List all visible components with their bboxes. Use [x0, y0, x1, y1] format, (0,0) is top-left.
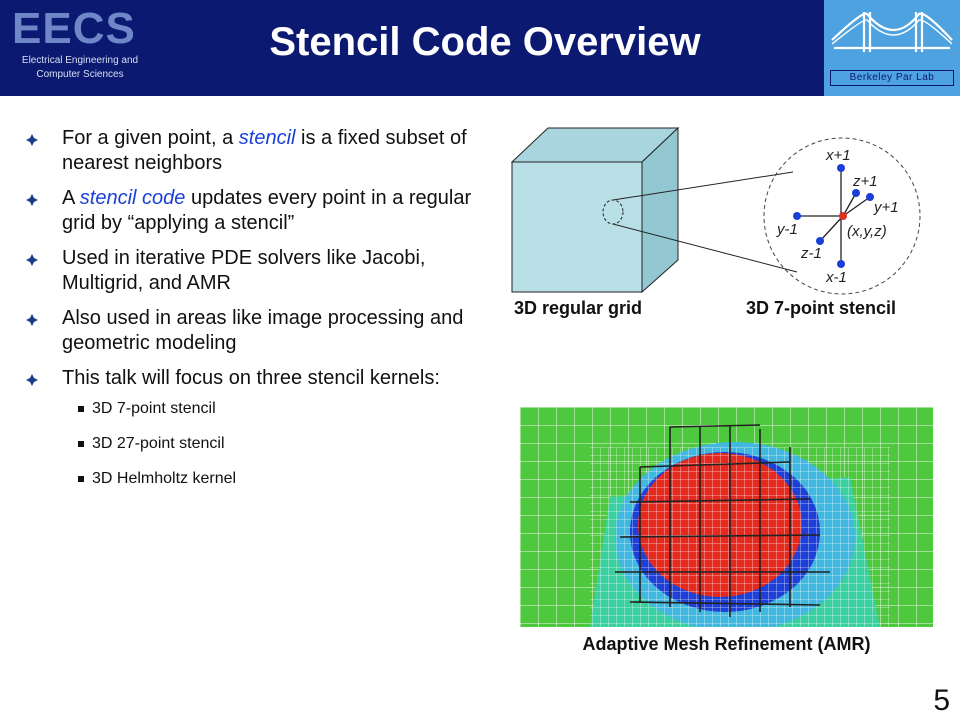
sub-bullet-item: 3D Helmholtz kernel	[62, 469, 486, 489]
bullet-text: A	[62, 187, 80, 209]
zoom-line-bottom	[612, 223, 798, 273]
bullet-emphasis: stencil	[238, 127, 296, 149]
diamond-bullet-icon	[26, 254, 38, 266]
square-bullet-icon	[78, 441, 84, 447]
caption-regular-grid: 3D regular grid	[514, 298, 643, 318]
zoom-line-top	[612, 171, 794, 201]
bullet-item: Also used in areas like image processing…	[26, 306, 486, 356]
logo-subtitle-line2: Computer Sciences	[36, 69, 124, 80]
sub-bullet-item: 3D 27-point stencil	[62, 434, 486, 454]
sub-bullet-list: 3D 7-point stencil 3D 27-point stencil 3…	[62, 399, 486, 489]
page-number: 5	[933, 684, 950, 717]
bridge-icon	[831, 12, 953, 52]
diamond-bullet-icon	[26, 314, 38, 326]
label-z-plus: z+1	[852, 173, 878, 190]
bullet-list: For a given point, a stencil is a fixed …	[26, 126, 486, 504]
bullet-item: For a given point, a stencil is a fixed …	[26, 126, 486, 176]
bullet-text: Also used in areas like image processing…	[62, 307, 464, 354]
stencil-diagram: x+1 x-1 y+1 y-1 z+1 z-1 (x,y,z)	[500, 120, 960, 330]
node-y-plus	[866, 193, 874, 201]
node-z-plus	[852, 189, 860, 197]
y-plus-line	[842, 196, 871, 217]
node-x-minus	[837, 260, 845, 268]
bullet-item: This talk will focus on three stencil ke…	[26, 366, 486, 489]
square-bullet-icon	[78, 406, 84, 412]
header-banner: EECS Electrical Engineering and Computer…	[0, 0, 960, 96]
amr-mesh-svg	[520, 407, 933, 632]
bullet-text: Used in iterative PDE solvers like Jacob…	[62, 247, 426, 294]
stencil-diagram-svg: x+1 x-1 y+1 y-1 z+1 z-1 (x,y,z)	[510, 126, 921, 295]
caption-amr: Adaptive Mesh Refinement (AMR)	[582, 634, 871, 654]
bullet-text: updates every point in a regular grid by…	[62, 187, 472, 234]
amr-image	[520, 407, 933, 632]
par-lab-logo: Berkeley Par Lab	[824, 0, 960, 96]
label-x-minus: x-1	[825, 269, 847, 286]
sub-bullet-text: 3D 27-point stencil	[92, 435, 225, 452]
bullet-item: Used in iterative PDE solvers like Jacob…	[26, 246, 486, 296]
label-center: (x,y,z)	[847, 223, 887, 240]
diamond-bullet-icon	[26, 194, 38, 206]
logo-subtitle: Electrical Engineering and Computer Scie…	[6, 54, 154, 82]
caption-7-point-stencil: 3D 7-point stencil	[746, 298, 897, 318]
stencil-circle	[763, 137, 921, 295]
node-y-minus	[793, 212, 801, 220]
bullet-text: is a fixed subset of nearest neighbors	[62, 127, 467, 174]
node-x-plus	[837, 164, 845, 172]
sub-bullet-text: 3D Helmholtz kernel	[92, 470, 237, 487]
diamond-bullet-icon	[26, 374, 38, 386]
node-center	[839, 212, 847, 220]
amr-coarse-mesh	[615, 424, 830, 617]
logo-subtitle-line1: Electrical Engineering and	[21, 55, 139, 66]
lab-frame	[830, 70, 954, 86]
bullet-text: This talk will focus on three stencil ke…	[62, 367, 440, 389]
square-bullet-icon	[78, 476, 84, 482]
sub-bullet-text: 3D 7-point stencil	[92, 400, 216, 417]
lab-label: Berkeley Par Lab	[849, 72, 935, 83]
bullet-emphasis: stencil code	[79, 187, 186, 209]
z-plus-line	[842, 192, 857, 217]
diamond-bullet-icon	[26, 134, 38, 146]
eecs-logo: EECS	[12, 4, 136, 53]
slide-title: Stencil Code Overview	[269, 20, 701, 64]
label-z-minus: z-1	[800, 245, 822, 262]
z-minus-line	[819, 215, 844, 242]
sub-bullet-item: 3D 7-point stencil	[62, 399, 486, 419]
cube-front-face	[511, 161, 643, 293]
bullet-item: A stencil code updates every point in a …	[26, 186, 486, 236]
label-y-minus: y-1	[776, 221, 798, 238]
node-z-minus	[816, 237, 824, 245]
bullet-text: For a given point, a	[62, 127, 239, 149]
label-y-plus: y+1	[873, 199, 899, 216]
label-x-plus: x+1	[825, 147, 851, 164]
